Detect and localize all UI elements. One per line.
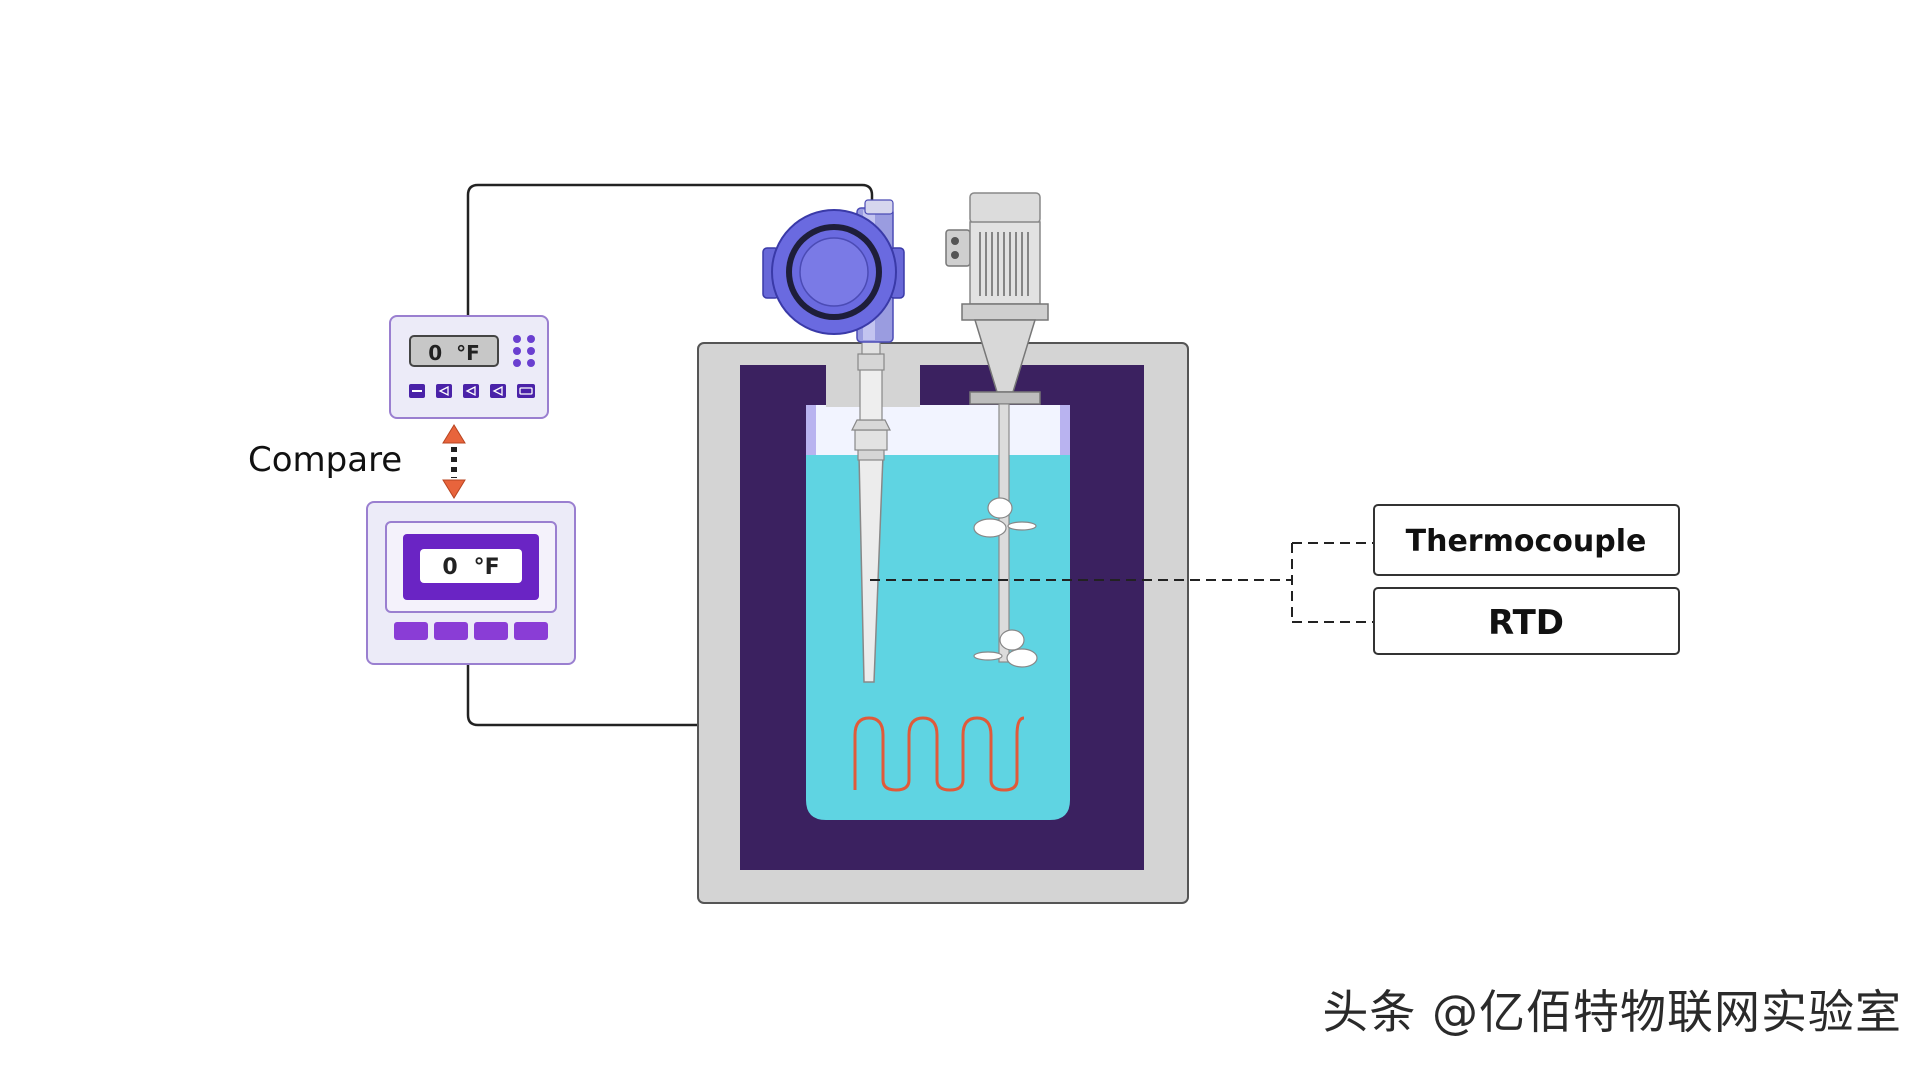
device-display: 0°F <box>366 501 576 665</box>
compare-label: Compare <box>248 440 402 480</box>
sensor-leader-lines <box>870 542 1373 623</box>
device-button[interactable] <box>434 622 468 640</box>
device-button[interactable] <box>394 622 428 640</box>
compare-arrow-icon <box>442 424 466 499</box>
signal-wire <box>466 183 874 727</box>
left-key-icon[interactable] <box>463 384 479 398</box>
keypad-dots-icon <box>513 335 535 367</box>
stirrer-motor <box>945 192 1049 668</box>
left-key-icon[interactable] <box>436 384 452 398</box>
calibration-bath <box>697 342 1189 904</box>
rtd-label-box: RTD <box>1373 587 1680 655</box>
left-key-icon[interactable] <box>490 384 506 398</box>
device-button[interactable] <box>514 622 548 640</box>
reference-reading: 0°F <box>428 341 480 365</box>
thermocouple-label-box: Thermocouple <box>1373 504 1680 576</box>
device-reading: 0°F <box>442 555 499 580</box>
reference-button-row <box>409 384 535 398</box>
thermocouple-label: Thermocouple <box>1406 524 1647 559</box>
rtd-label: RTD <box>1488 603 1564 643</box>
temperature-transmitter <box>762 199 905 343</box>
device-button[interactable] <box>474 622 508 640</box>
reference-indicator: 0°F <box>389 315 549 419</box>
watermark: 头条 @亿佰特物联网实验室 <box>1322 985 1902 1039</box>
heater-coil <box>853 716 1025 792</box>
